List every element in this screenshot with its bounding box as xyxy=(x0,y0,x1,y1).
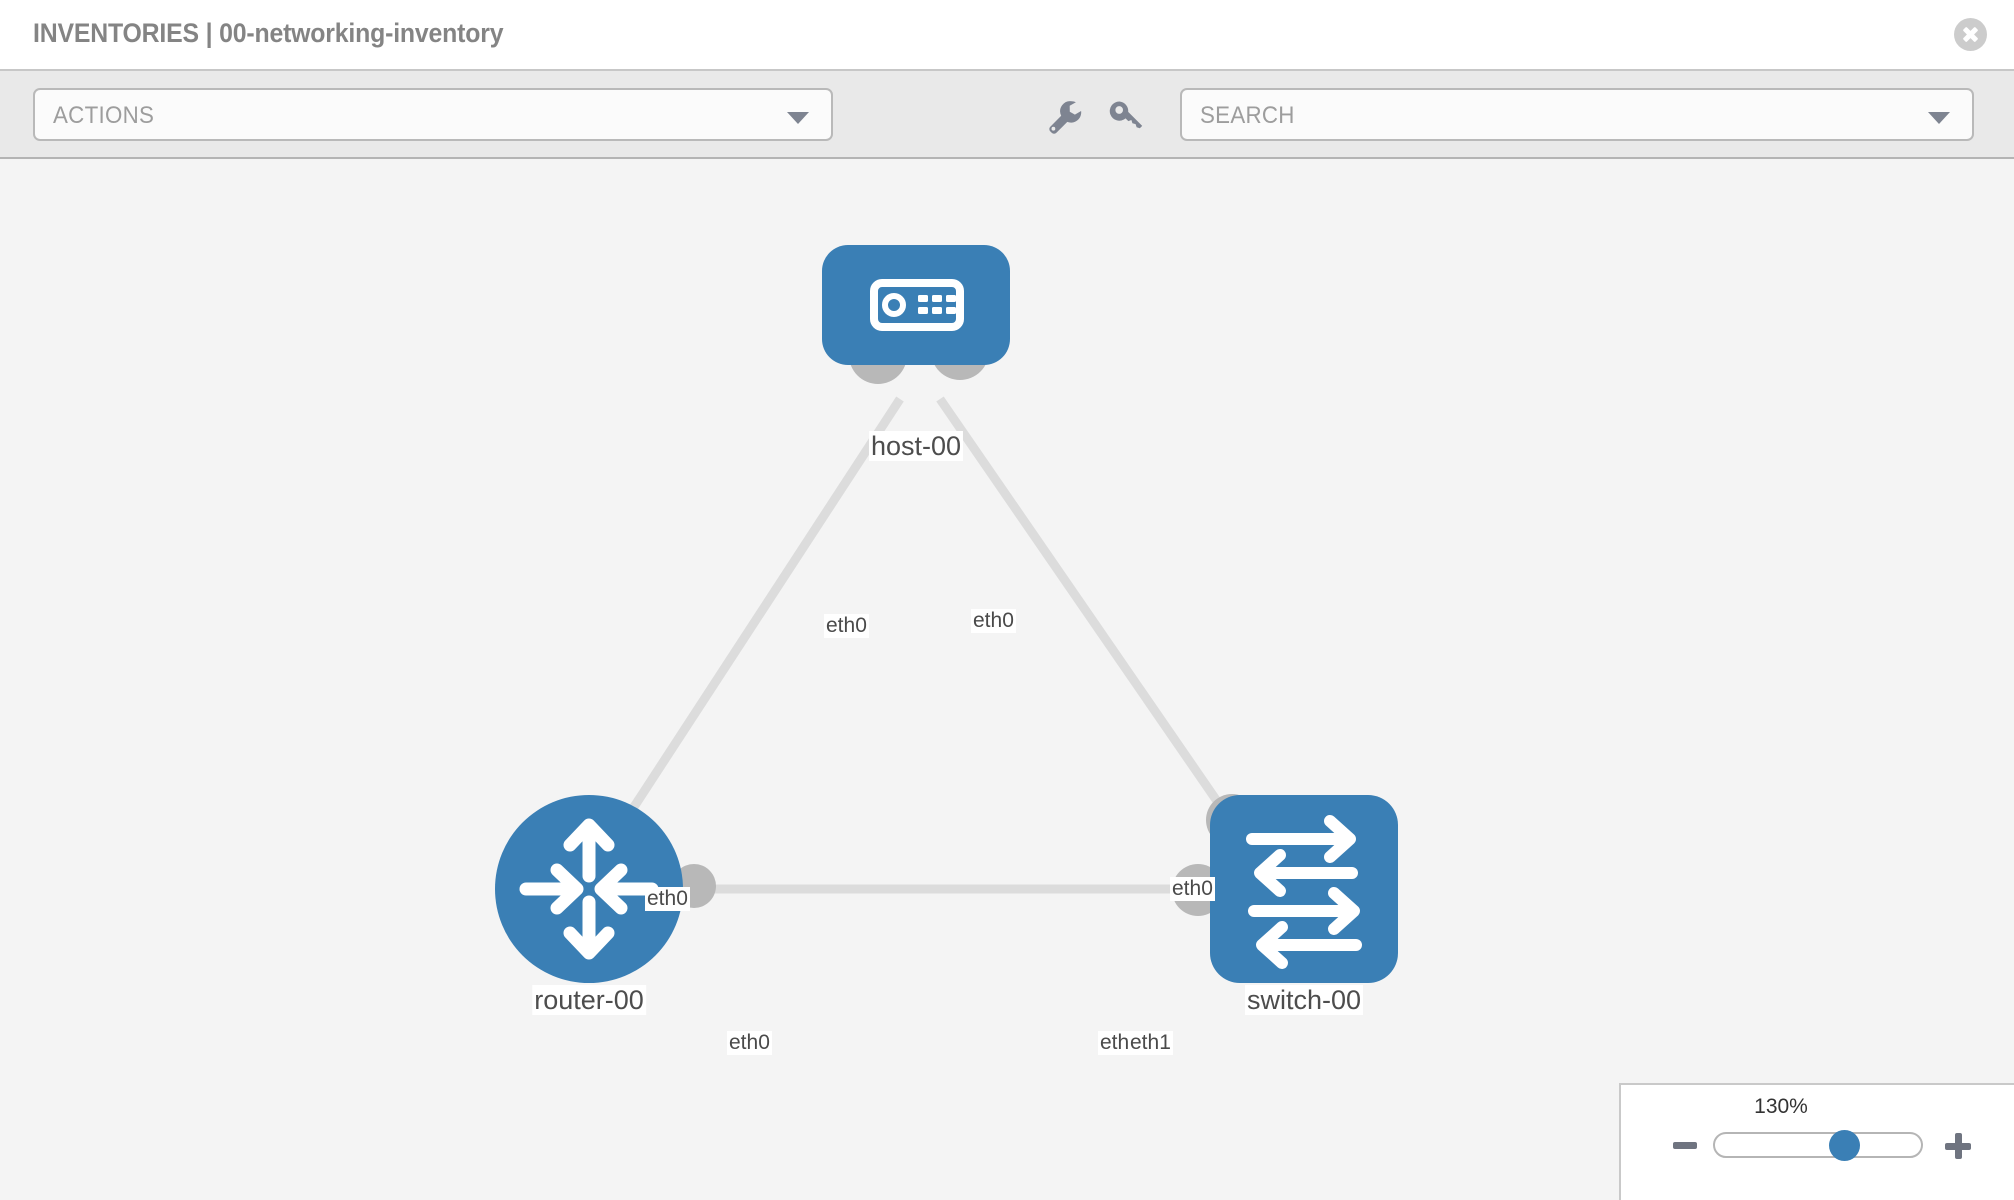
wrench-icon[interactable] xyxy=(1043,95,1085,137)
topology-canvas[interactable]: host-00 router-00 switch-00 eth0 eth0 et… xyxy=(0,159,2014,1200)
edge-label-router00-eth0-uplink: eth0 xyxy=(645,887,690,912)
close-icon[interactable] xyxy=(1954,18,1987,51)
page-title: INVENTORIES | 00-networking-inventory xyxy=(33,18,504,48)
router-arrows-icon xyxy=(519,818,659,960)
edge-label-switch00-eth1: eth1 xyxy=(1128,1031,1173,1056)
node-host-00[interactable] xyxy=(822,245,1010,365)
edge-host00-switch00 xyxy=(936,396,1254,852)
node-switch-00[interactable] xyxy=(1210,795,1398,983)
zoom-slider[interactable] xyxy=(1713,1130,1923,1161)
edge-label-host00-eth0-right: eth0 xyxy=(971,609,1016,634)
topology-edges xyxy=(596,396,1254,894)
topology-graph xyxy=(495,245,1398,983)
title-bar: INVENTORIES | 00-networking-inventory xyxy=(0,0,2014,69)
minus-icon[interactable] xyxy=(1673,1142,1697,1149)
zoom-slider-thumb[interactable] xyxy=(1829,1130,1861,1161)
node-label-router-00: router-00 xyxy=(532,985,646,1016)
chevron-down-icon xyxy=(787,112,809,124)
edge-label-host00-eth0-left: eth0 xyxy=(824,614,869,639)
switch-arrows-icon xyxy=(1246,815,1362,969)
node-label-host-00: host-00 xyxy=(868,431,964,462)
search-placeholder: SEARCH xyxy=(1200,102,1295,129)
server-icon xyxy=(870,279,964,331)
edge-host00-router00 xyxy=(596,396,904,862)
actions-dropdown[interactable]: ACTIONS xyxy=(33,88,833,141)
actions-dropdown-label: ACTIONS xyxy=(53,102,155,129)
plus-icon[interactable] xyxy=(1945,1133,1971,1159)
zoom-percent-label: 130% xyxy=(1754,1095,1808,1118)
edge-label-switch00-eth0-uplink: eth0 xyxy=(1170,877,1215,902)
chevron-down-icon xyxy=(1928,112,1950,124)
node-router-00[interactable] xyxy=(495,795,683,983)
key-icon[interactable] xyxy=(1104,95,1146,137)
search-input[interactable]: SEARCH xyxy=(1180,88,1974,141)
edge-label-router00-eth0: eth0 xyxy=(727,1031,772,1056)
toolbar: ACTIONS SEARCH xyxy=(0,69,2014,159)
zoom-control-panel: 130% xyxy=(1619,1083,2014,1200)
node-label-switch-00: switch-00 xyxy=(1244,985,1364,1016)
